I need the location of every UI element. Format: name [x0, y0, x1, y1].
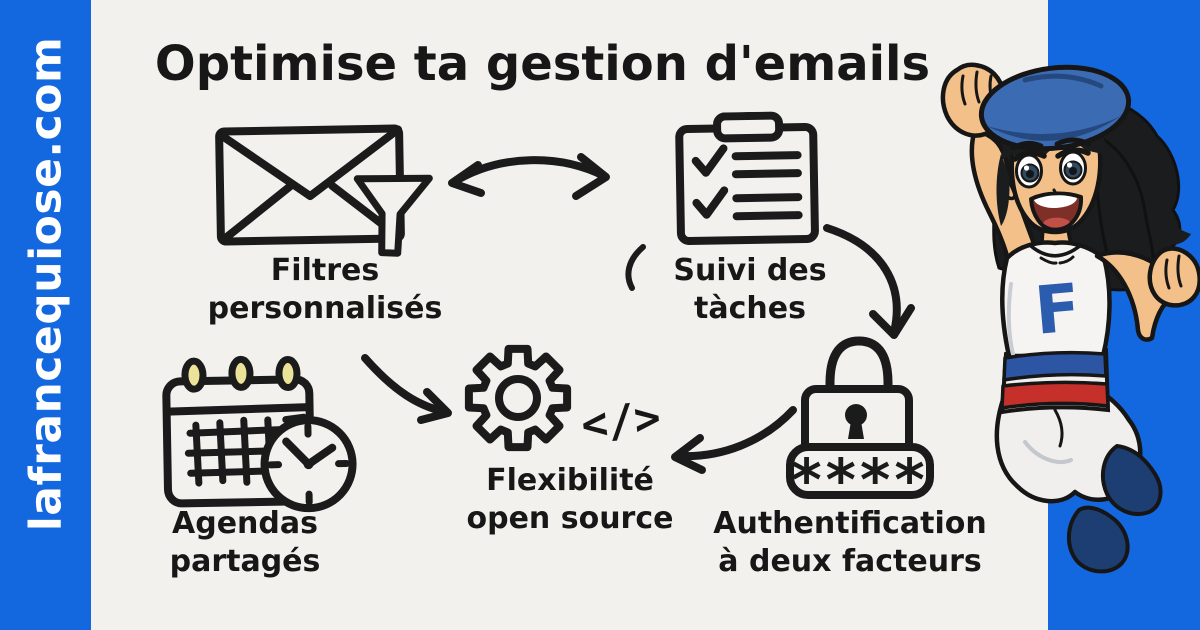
mascot-right-arm — [1094, 246, 1200, 342]
label-flexibilite: Flexibilité open source — [466, 463, 674, 537]
task-line-1 — [731, 151, 802, 161]
mascot-belt — [1000, 350, 1110, 410]
mascot-beret — [978, 64, 1132, 152]
mascot-face-features — [1010, 137, 1092, 232]
task-line-2 — [731, 169, 802, 179]
mascot-eye-left — [1012, 150, 1047, 189]
password-strip — [786, 443, 934, 499]
padlock-password-icon: **** — [786, 336, 934, 503]
arrow-filtres-to-flexibilite — [361, 354, 452, 424]
gear-hole — [495, 375, 541, 421]
label-agendas: Agendas partagés — [169, 506, 321, 580]
task-line-3 — [732, 193, 803, 203]
clock-ticks — [267, 422, 351, 506]
label-filtres: Filtres personnalisés — [207, 253, 443, 327]
keyhole — [845, 404, 867, 426]
label-suivi: Suivi des tàches — [673, 253, 827, 327]
clock-center — [303, 459, 314, 470]
binder-ring-3 — [275, 356, 301, 392]
mascot-brow-right — [1054, 137, 1092, 147]
mascot-fist-right — [1147, 246, 1200, 308]
brand-domain: lafrancequiose.com — [20, 36, 72, 532]
arrow-suivi-to-authentification — [823, 224, 915, 339]
password-mask: **** — [791, 446, 928, 503]
paren-accent — [625, 244, 646, 291]
binder-ring-2 — [228, 355, 254, 391]
clipboard-clip — [713, 111, 784, 143]
page-title: Optimise ta gestion d'emails — [154, 36, 931, 92]
checkmark-1 — [691, 144, 728, 177]
calendar-header-line — [163, 403, 313, 416]
binder-ring-1 — [181, 357, 207, 393]
task-line-4 — [732, 211, 803, 221]
mascot-brow-left — [1010, 140, 1044, 151]
mascot-boot-rear — [1100, 444, 1163, 516]
checkmark-2 — [692, 186, 729, 219]
mascot-legs — [994, 389, 1163, 574]
clipboard-body — [675, 122, 819, 246]
mascot-belt-red — [1000, 380, 1110, 410]
mascot-mouth — [1029, 191, 1084, 232]
mascot-eye-right — [1055, 147, 1091, 186]
label-authentification: Authentification à deux facteurs — [713, 506, 987, 580]
funnel-icon — [353, 174, 433, 257]
envelope-fold-left — [220, 182, 295, 243]
mascot-torso: F — [999, 240, 1112, 359]
keyhole-stem — [848, 421, 864, 439]
mascot-boot-front — [1067, 505, 1130, 574]
task-checklist-icon — [675, 111, 819, 246]
funnel-shape — [353, 174, 433, 257]
mascot-shirt-letter: F — [1032, 269, 1084, 350]
mascot-character: F — [940, 62, 1200, 574]
padlock-shackle — [825, 336, 893, 412]
envelope-flap — [216, 125, 403, 201]
calendar-clock-icon — [162, 355, 357, 513]
mascot-belt-blue — [1002, 350, 1108, 382]
double-arrow-filtres-suivi — [448, 153, 610, 200]
gear-code-icon — [464, 344, 572, 452]
arrow-authentification-to-flexibilite — [671, 406, 797, 474]
left-brand-bar: lafrancequiose.com — [0, 0, 91, 630]
code-icon: </> — [578, 391, 664, 452]
